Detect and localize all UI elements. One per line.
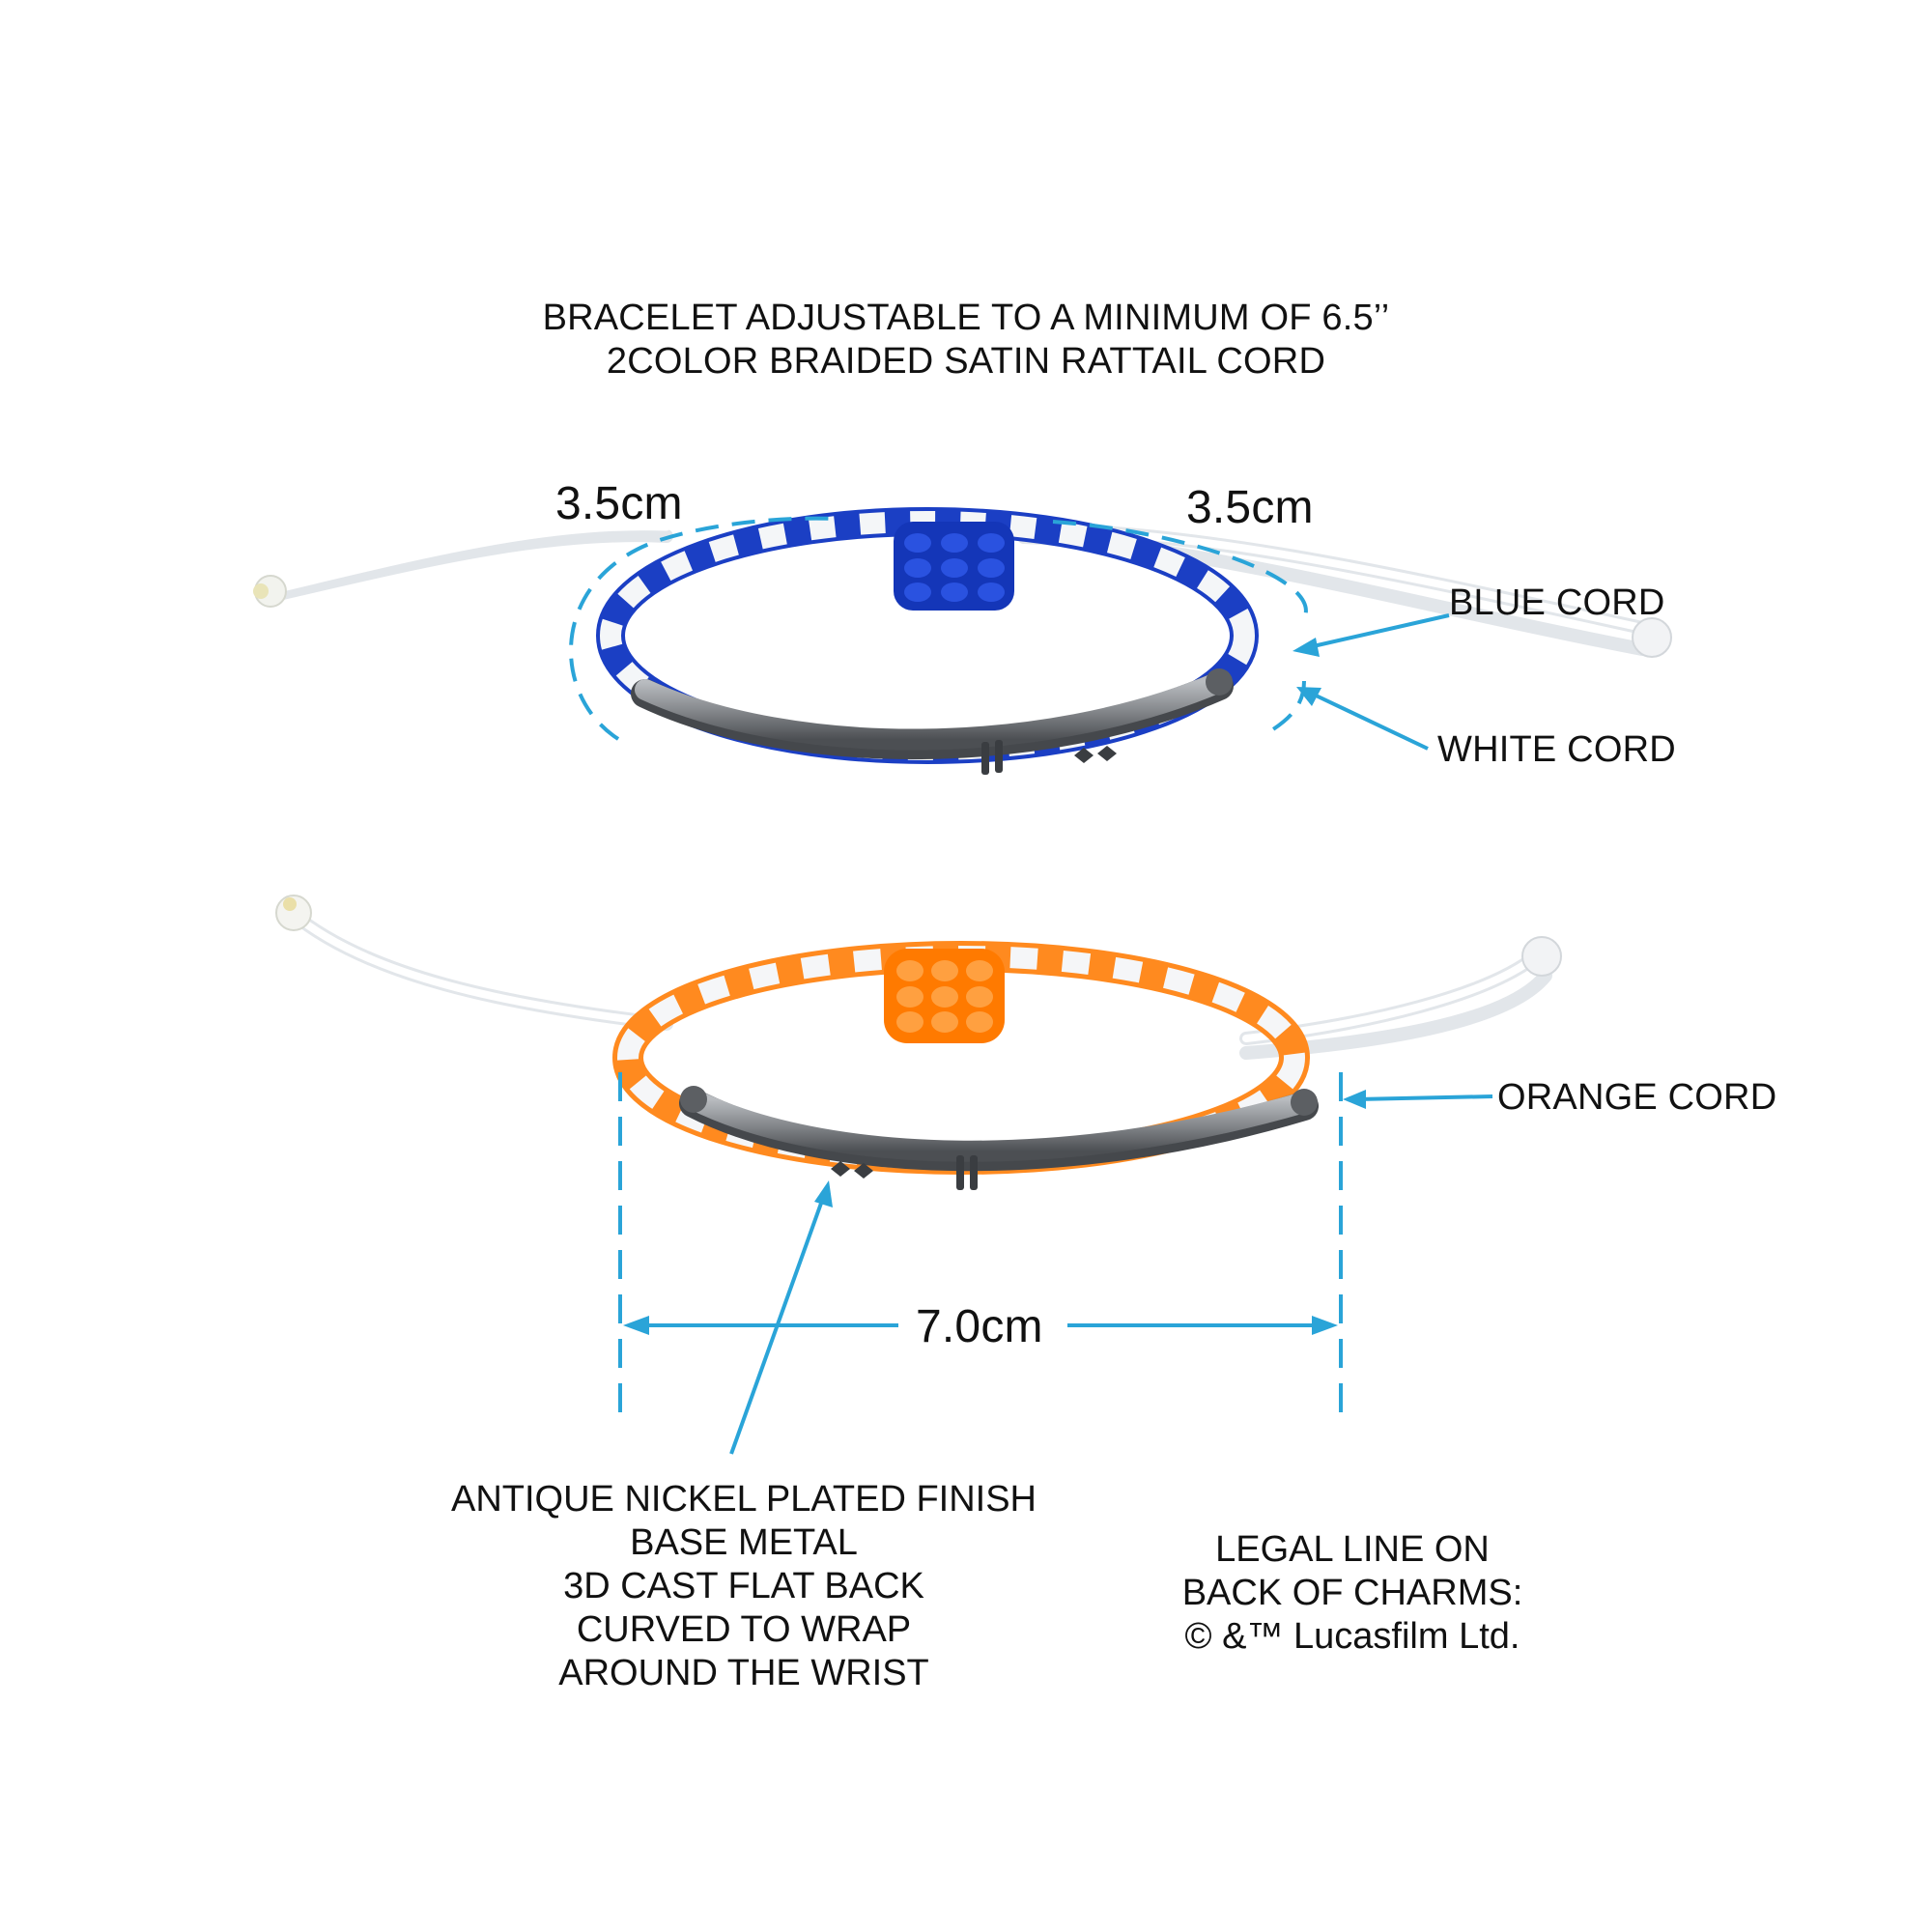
white-cord-arrow [1311,692,1429,751]
right-tail-knot-orange [1521,936,1562,977]
header-line-1: BRACELET ADJUSTABLE TO A MINIMUM OF 6.5’… [542,298,1390,338]
blue-cord-arrow [1308,613,1450,649]
header-line-2: 2COLOR BRAIDED SATIN RATTAIL CORD [606,341,1326,382]
left-tail-cord-orange [285,906,673,1031]
legal-note-line-3: © &™ Lucasfilm Ltd. [1184,1616,1520,1657]
blue-cord-label: BLUE CORD [1449,582,1665,623]
legal-note-line-1: LEGAL LINE ON [1215,1529,1490,1570]
finish-note-line-1: ANTIQUE NICKEL PLATED FINISH [451,1479,1037,1520]
finish-note-arrow [729,1197,825,1455]
white-cord-label: WHITE CORD [1437,729,1676,770]
blue-white-bracelet [253,507,1672,775]
finish-note-line-5: AROUND THE WRIST [558,1653,929,1693]
orange-white-bracelet [275,895,1562,1455]
right-arc-label: 3.5cm [1186,482,1314,533]
orange-cord-label: ORANGE CORD [1497,1077,1777,1118]
orange-cord-arrow [1356,1094,1493,1101]
finish-note-line-4: CURVED TO WRAP [576,1609,912,1650]
left-arc-dimension [569,516,837,741]
right-tail-knot [1632,617,1672,658]
finish-note-line-3: 3D CAST FLAT BACK [563,1566,924,1606]
right-arc-dimension [1052,520,1308,619]
left-tail-cord [259,528,673,604]
width-label: 7.0cm [916,1301,1043,1352]
legal-note: LEGAL LINE ON BACK OF CHARMS: © &™ Lucas… [1111,1528,1594,1659]
left-arc-label: 3.5cm [555,478,683,529]
finish-note: ANTIQUE NICKEL PLATED FINISH BASE METAL … [415,1478,1072,1695]
finish-note-line-2: BASE METAL [630,1522,858,1563]
legal-note-line-2: BACK OF CHARMS: [1181,1573,1523,1613]
